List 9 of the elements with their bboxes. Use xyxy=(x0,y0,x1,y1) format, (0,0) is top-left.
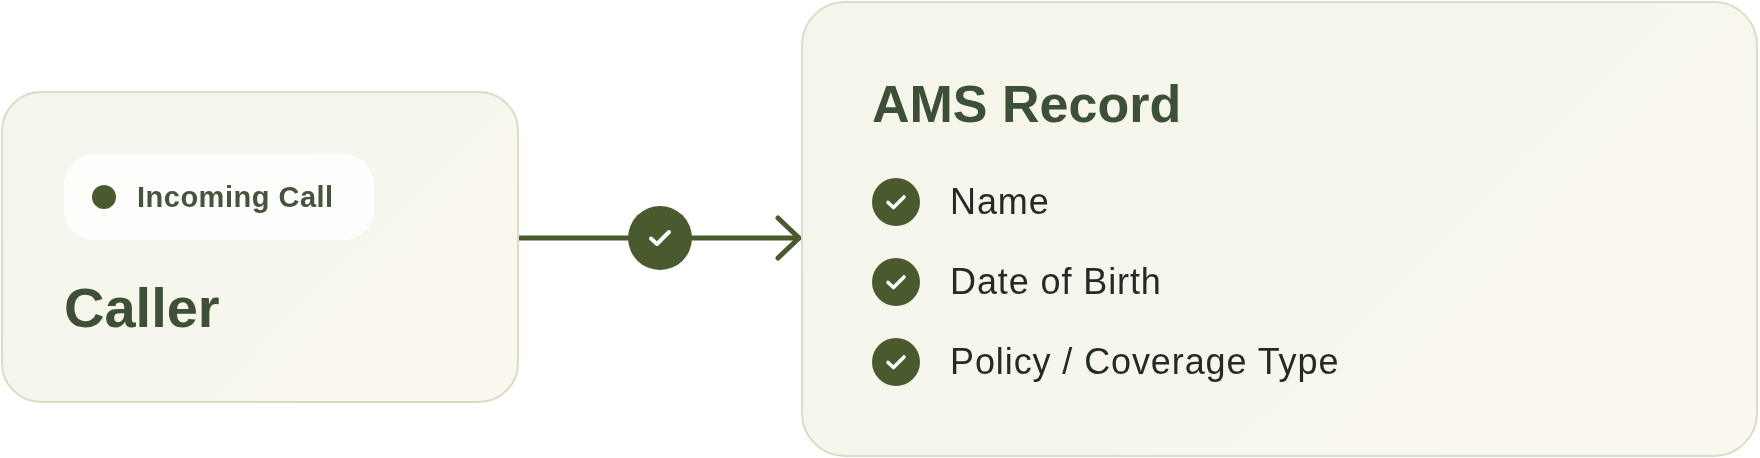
checklist-item: Policy / Coverage Type xyxy=(950,344,1340,380)
card-heading: AMS Record xyxy=(872,78,1182,130)
pill-label: Incoming Call xyxy=(137,182,334,212)
checklist-item: Name xyxy=(950,184,1050,220)
card-panel xyxy=(801,1,1758,457)
status-pill xyxy=(64,154,374,240)
card-heading: Caller xyxy=(64,280,220,336)
card-panel xyxy=(1,91,519,403)
checklist-item: Date of Birth xyxy=(950,264,1162,300)
